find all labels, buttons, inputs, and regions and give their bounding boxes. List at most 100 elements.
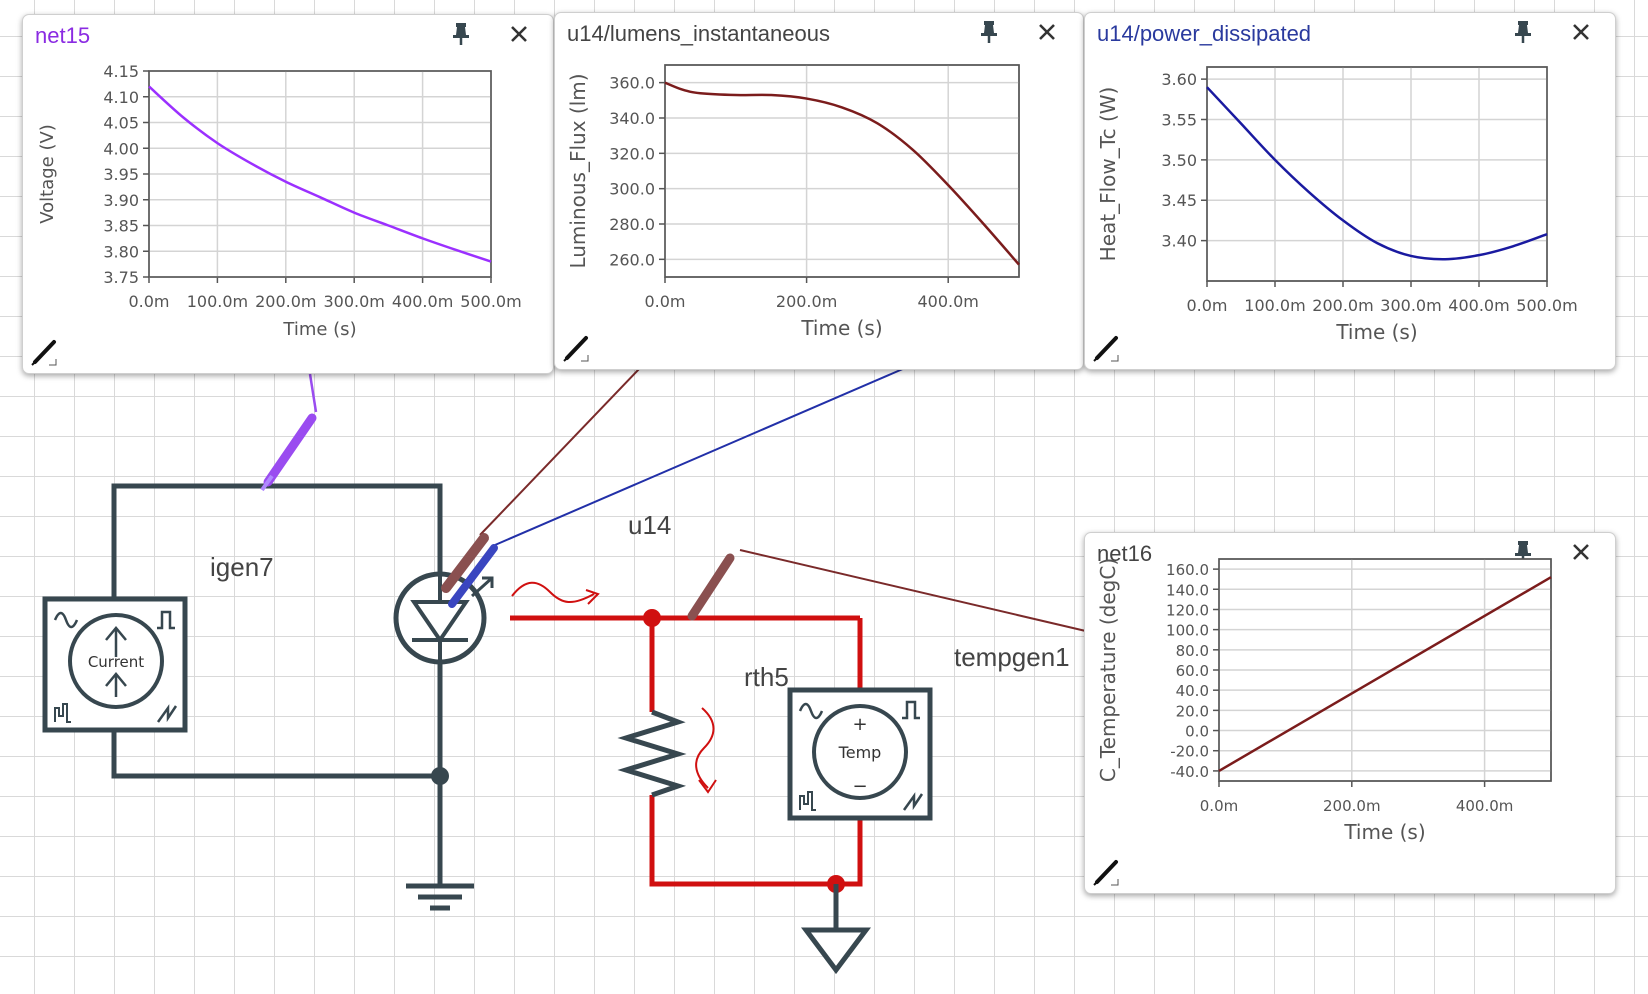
probe-power[interactable] (448, 544, 498, 608)
probe-line-power (494, 367, 906, 546)
plot-border (148, 70, 492, 278)
x-tick-label: 0.0m (644, 292, 685, 311)
plot-window-lumens[interactable]: u14/lumens_instantaneous 0.0m 200.0m 400.0… (554, 12, 1084, 370)
x-tick-label: 200.0m (776, 292, 837, 311)
label-rth5: rth5 (744, 662, 789, 692)
probe-net15[interactable] (260, 413, 317, 492)
ground-symbol[interactable] (406, 883, 474, 911)
probe-net16[interactable] (687, 553, 735, 621)
temp-source-tempgen1[interactable]: + − Temp (787, 687, 933, 821)
thermal-wires[interactable] (510, 615, 863, 887)
x-tick-label: 0.0m (128, 292, 169, 311)
y-tick-label: 3.45 (1161, 191, 1197, 210)
junction-node-thermal-top[interactable] (643, 609, 661, 627)
close-icon[interactable] (1567, 539, 1595, 565)
plot-window-header[interactable]: net15 (23, 15, 553, 51)
label-u14: u14 (628, 510, 671, 540)
y-tick-label: 3.80 (103, 242, 139, 261)
y-tick-label: 80.0 (1176, 642, 1209, 660)
plot-title: u14/power_dissipated (1097, 21, 1312, 46)
heat-flow-arrow-vertical-icon (695, 707, 715, 789)
pin-icon[interactable] (975, 19, 1003, 45)
probe-tool-icon[interactable] (29, 337, 59, 367)
y-tick-label: 4.05 (103, 114, 139, 133)
y-tick-label: 20.0 (1176, 702, 1209, 720)
y-tick-label: 4.10 (103, 88, 139, 107)
x-tick-label: 100.0m (187, 292, 248, 311)
current-source-igen7[interactable]: Current (42, 596, 188, 733)
temp-source-text: Temp (838, 743, 882, 762)
x-tick-label: 300.0m (324, 292, 385, 311)
y-tick-label: 3.95 (103, 165, 139, 184)
x-tick-label: 200.0m (1312, 296, 1373, 315)
probe-tool-icon[interactable] (1091, 333, 1121, 363)
plot-title: net16 (1097, 541, 1153, 566)
series-line (664, 81, 1020, 266)
pulse-wave-icon (902, 700, 920, 720)
x-tick-label: 200.0m (1323, 797, 1381, 815)
heat-flow-arrowhead-vertical (698, 779, 717, 794)
y-axis-label: Voltage (V) (37, 124, 58, 224)
y-tick-label: 3.40 (1161, 232, 1197, 251)
sine-wave-icon (798, 702, 824, 720)
plot-window-header[interactable]: u14/power_dissipated (1085, 13, 1615, 49)
close-icon[interactable] (1033, 19, 1061, 45)
pin-icon[interactable] (1509, 19, 1537, 45)
y-tick-label: 3.75 (103, 268, 139, 287)
y-axis-label: Heat_Flow_Tc (W) (1096, 87, 1120, 262)
probe-lumens[interactable] (441, 533, 489, 593)
electrical-wires[interactable] (111, 483, 443, 886)
x-axis-label: Time (s) (800, 316, 882, 340)
plot-border (1206, 66, 1548, 282)
probe-line-net16 (739, 549, 1091, 633)
y-tick-label: 360.0 (609, 74, 655, 93)
y-tick-label: 140.0 (1166, 581, 1209, 599)
y-tick-label: 4.00 (103, 139, 139, 158)
heat-flow-arrowhead (585, 589, 600, 605)
y-tick-label: 320.0 (609, 144, 655, 163)
y-tick-label: 260.0 (609, 250, 655, 269)
close-icon[interactable] (1567, 19, 1595, 45)
plot-border (1218, 558, 1552, 782)
x-tick-label: 0.0m (1186, 296, 1227, 315)
y-tick-label: 40.0 (1176, 682, 1209, 700)
probe-line-net15 (308, 373, 318, 413)
close-icon[interactable] (505, 21, 533, 47)
x-tick-label: 300.0m (1380, 296, 1441, 315)
series-line (1218, 576, 1552, 772)
plot-window-power[interactable]: u14/power_dissipated 0.0m 100.0m 200.0m 300… (1084, 12, 1616, 370)
x-tick-label: 400.0m (1456, 797, 1514, 815)
thermal-resistor-rth5[interactable] (617, 709, 687, 798)
plot-title: u14/lumens_instantaneous (567, 21, 830, 46)
y-tick-label: 160.0 (1166, 561, 1209, 579)
thermal-ground-symbol[interactable] (801, 884, 871, 975)
x-tick-label: 200.0m (255, 292, 316, 311)
ramp-wave-icon (902, 792, 924, 811)
plot-window-header[interactable]: u14/lumens_instantaneous (555, 13, 1083, 49)
plot-area (1206, 66, 1548, 282)
y-tick-label: 60.0 (1176, 662, 1209, 680)
plot-area (664, 64, 1020, 278)
x-tick-label: 100.0m (1244, 296, 1305, 315)
pulse-wave-icon (157, 610, 175, 630)
pin-icon[interactable] (447, 21, 475, 47)
probe-tool-icon[interactable] (561, 333, 591, 363)
x-tick-label: 400.0m (918, 292, 979, 311)
plot-window-header[interactable]: net16 (1085, 533, 1615, 569)
y-tick-label: 3.85 (103, 217, 139, 236)
probe-line-lumens (479, 367, 641, 536)
probe-tool-icon[interactable] (1091, 857, 1121, 887)
x-tick-label: 400.0m (392, 292, 453, 311)
x-axis-label: Time (s) (1343, 820, 1425, 844)
y-tick-label: -40.0 (1170, 763, 1209, 781)
current-source-text: Current (88, 653, 144, 671)
heat-flow-arrow-icon (511, 581, 595, 603)
junction-node-electrical[interactable] (431, 767, 449, 785)
